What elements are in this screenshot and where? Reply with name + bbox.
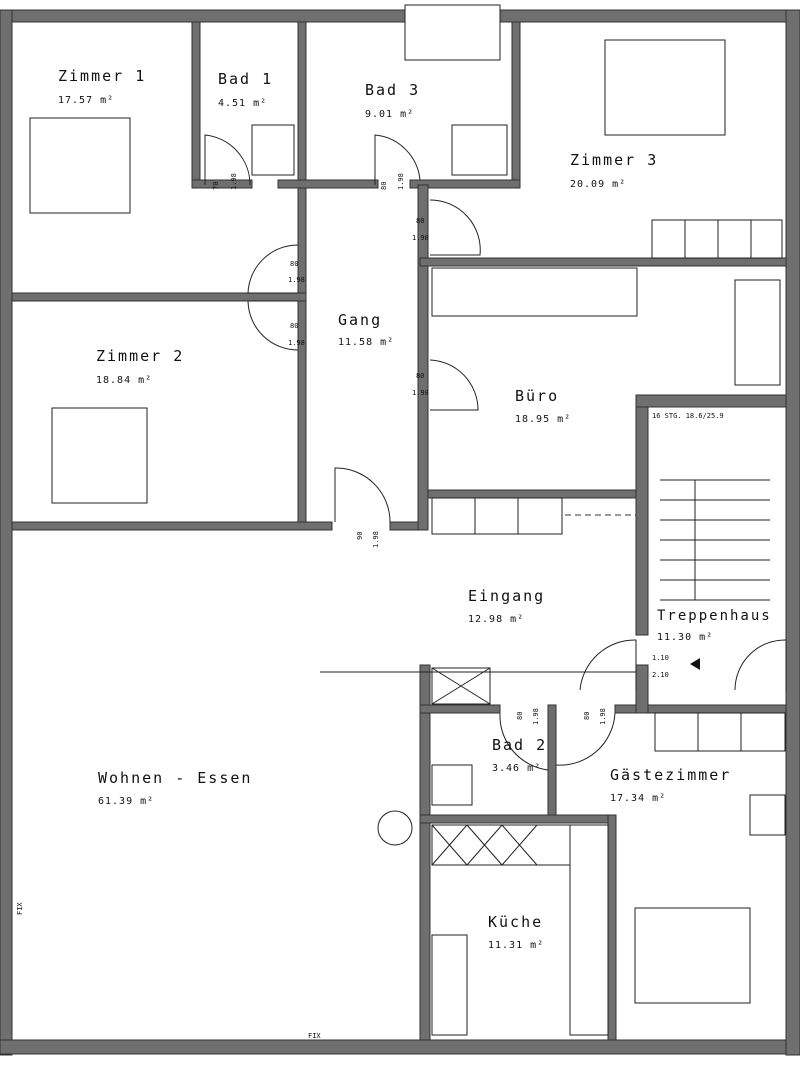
room-area-bad-3: 9.01 m²	[365, 109, 414, 120]
room-name-zimmer-1: Zimmer 1	[58, 67, 146, 85]
room-area-gang: 11.58 m²	[338, 337, 394, 348]
fix-bottom: FIX	[308, 1032, 321, 1040]
room-name-gaestezimmer: Gästezimmer	[610, 766, 731, 784]
stairs	[565, 479, 770, 601]
room-area-zimmer-3: 20.09 m²	[570, 179, 626, 190]
room-name-wohnen-essen: Wohnen - Essen	[98, 769, 252, 787]
door-dim-height: 1.98	[532, 708, 540, 725]
room-area-zimmer-2: 18.84 m²	[96, 375, 152, 386]
room-name-treppenhaus: Treppenhaus	[657, 608, 772, 624]
door-dim-height: 1.98	[372, 531, 380, 548]
room-labels: Zimmer 1 17.57 m² Bad 1 4.51 m² Bad 3 9.…	[58, 67, 772, 951]
room-area-zimmer-1: 17.57 m²	[58, 95, 114, 106]
room-area-kueche: 11.31 m²	[488, 940, 544, 951]
room-name-eingang: Eingang	[468, 587, 545, 605]
doors	[204, 134, 787, 771]
walls	[0, 9, 800, 1056]
room-name-gang: Gang	[338, 311, 382, 329]
annotations: 16 STG. 18.6/25.9 1.10 2.10 FIX FIX	[16, 412, 724, 1040]
fix-left: FIX	[16, 902, 24, 915]
room-name-bad-1: Bad 1	[218, 70, 273, 88]
room-area-bad-1: 4.51 m²	[218, 98, 267, 109]
door-dim-width: 70	[212, 182, 220, 190]
room-area-buero: 18.95 m²	[515, 414, 571, 425]
cabinets	[251, 4, 786, 1036]
beds	[29, 39, 786, 1004]
door-dim-width: 80	[380, 182, 388, 190]
door-dim-width: 80	[516, 712, 524, 720]
room-area-treppenhaus: 11.30 m²	[657, 632, 713, 643]
room-name-kueche: Küche	[488, 913, 543, 931]
room-name-bad-3: Bad 3	[365, 81, 420, 99]
door-dim-height: 1.98	[599, 708, 607, 725]
door-dim-width: 80	[416, 217, 424, 225]
door-dim-height: 1.98	[397, 173, 405, 190]
room-area-gaestezimmer: 17.34 m²	[610, 793, 666, 804]
door-dim-width: 80	[290, 260, 298, 268]
stairs-note: 16 STG. 18.6/25.9	[652, 412, 724, 420]
level-marker-icon	[690, 658, 700, 670]
door-dim-height: 1.98	[412, 234, 429, 242]
door-dim-width: 90	[356, 532, 364, 540]
door-dim-width: 80	[583, 712, 591, 720]
room-name-buero: Büro	[515, 387, 559, 405]
level-top: 1.10	[652, 654, 669, 662]
door-dim-height: 1.98	[288, 276, 305, 284]
door-dimensions: 70 1.98 80 1.98 80 1.98 80 1.98 80 1.98 …	[212, 173, 607, 725]
room-area-wohnen-essen: 61.39 m²	[98, 796, 154, 807]
room-area-bad-2: 3.46 m²	[492, 763, 541, 774]
room-name-zimmer-3: Zimmer 3	[570, 151, 658, 169]
door-dim-height: 1.98	[412, 389, 429, 397]
room-name-zimmer-2: Zimmer 2	[96, 347, 184, 365]
level-bottom: 2.10	[652, 671, 669, 679]
door-dim-height: 1.98	[230, 173, 238, 190]
room-area-eingang: 12.98 m²	[468, 614, 524, 625]
door-dim-width: 80	[416, 372, 424, 380]
room-name-bad-2: Bad 2	[492, 736, 547, 754]
door-dim-width: 80	[290, 322, 298, 330]
door-dim-height: 1.98	[288, 339, 305, 347]
